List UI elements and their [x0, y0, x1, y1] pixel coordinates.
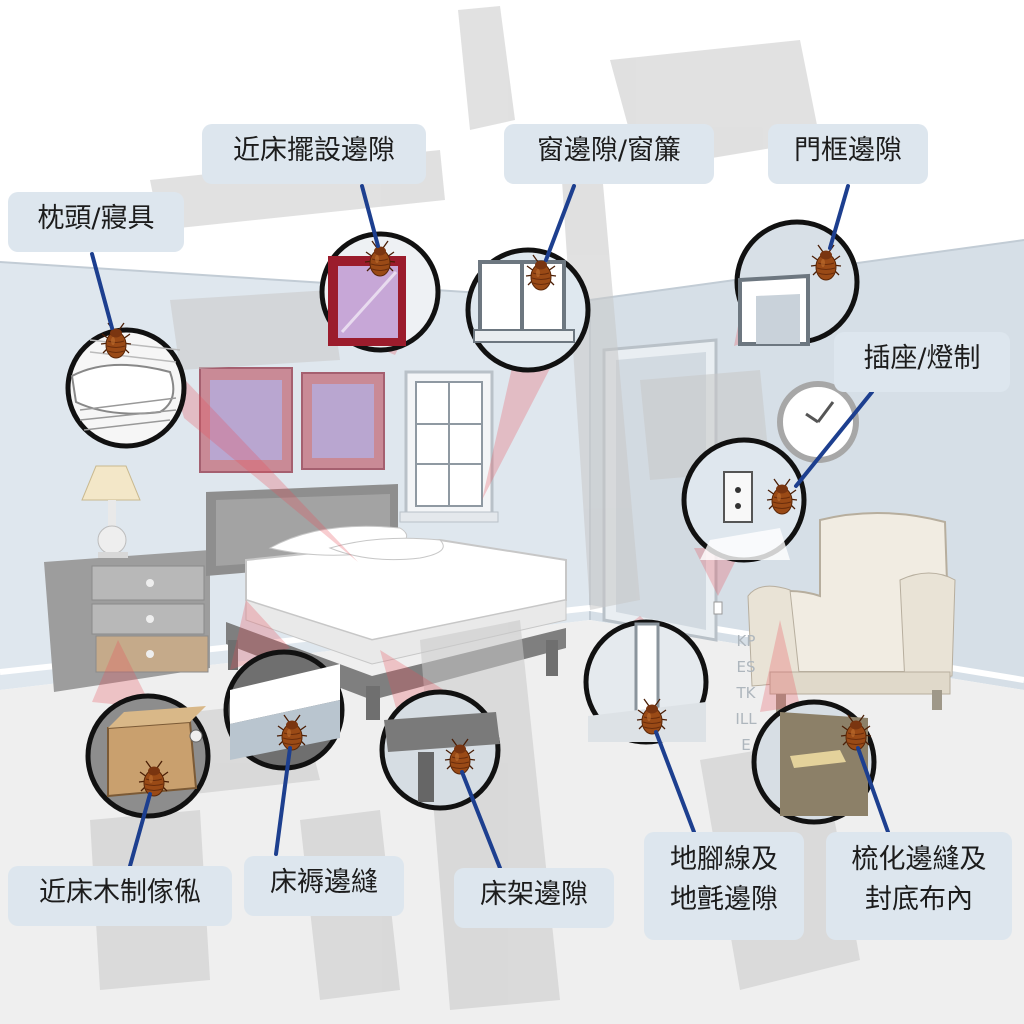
label-upholstery-line-2: 封底布內 — [865, 884, 973, 915]
table-lamp-icon — [81, 465, 141, 558]
zoom-circle-upholstery — [751, 699, 877, 825]
window — [399, 370, 499, 523]
watermark-vertical-text: KPESTKILLE — [735, 632, 757, 754]
zoom-circle-wood-furniture — [85, 693, 211, 819]
label-upholstery-seams: 梳化邊縫及 封底布內 — [826, 832, 1012, 940]
zoom-circle-door-frame — [734, 219, 860, 346]
label-skirting-line-1: 地腳線及 — [670, 844, 778, 875]
zoom-circle-window — [465, 247, 591, 373]
nightstand — [44, 550, 210, 692]
label-upholstery-line-1: 梳化邊縫及 — [851, 844, 987, 875]
label-skirting-line-2: 地氈邊隙 — [670, 884, 778, 915]
label-window-gaps-curtains: 窗邊隙/窗簾 — [504, 124, 714, 184]
wall-pictures — [199, 367, 385, 473]
label-pillow-bedding: 枕頭/寢具 — [8, 192, 184, 252]
pointer-lines — [90, 184, 890, 870]
label-skirting-carpet-gaps: 地腳線及 地氈邊隙 — [644, 832, 804, 940]
armchair — [747, 512, 956, 716]
zoom-circle-pillow — [65, 327, 187, 449]
label-near-bed-wood-furniture: 近床木制傢俬 — [8, 866, 232, 926]
label-socket-lights: 插座/燈制 — [834, 332, 1010, 392]
zoom-circle-bed-frame — [379, 689, 501, 811]
zoom-circle-socket — [681, 437, 807, 563]
zoom-circle-near-bed-furnishing — [319, 231, 441, 353]
label-near-bed-furnishing-gaps: 近床擺設邊隙 — [202, 124, 426, 184]
label-bed-frame-gaps: 床架邊隙 — [454, 868, 614, 928]
label-mattress-seams: 床褥邊縫 — [244, 856, 404, 916]
label-door-frame-gaps: 門框邊隙 — [768, 124, 928, 184]
zoom-circle-mattress — [223, 649, 345, 771]
wall-clock-icon — [777, 381, 859, 463]
